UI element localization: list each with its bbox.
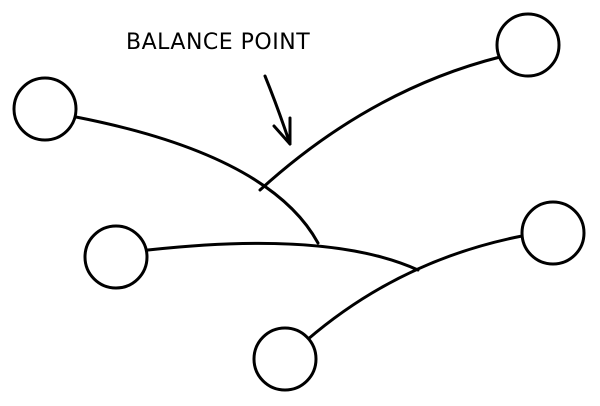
arrow-icon xyxy=(263,74,292,146)
curve-lower-right-branch xyxy=(305,234,524,342)
curve-middle-bar xyxy=(146,241,420,272)
curve-upper-right-branch xyxy=(258,55,502,192)
circle-bottom-center xyxy=(252,326,318,392)
circle-top-right xyxy=(495,12,561,78)
circle-middle-right xyxy=(520,200,586,266)
balance-point-label: BALANCE POINT xyxy=(126,30,311,55)
curve-upper-left-branch xyxy=(74,115,320,245)
circle-middle-left xyxy=(83,224,149,290)
circle-top-left xyxy=(12,76,78,142)
